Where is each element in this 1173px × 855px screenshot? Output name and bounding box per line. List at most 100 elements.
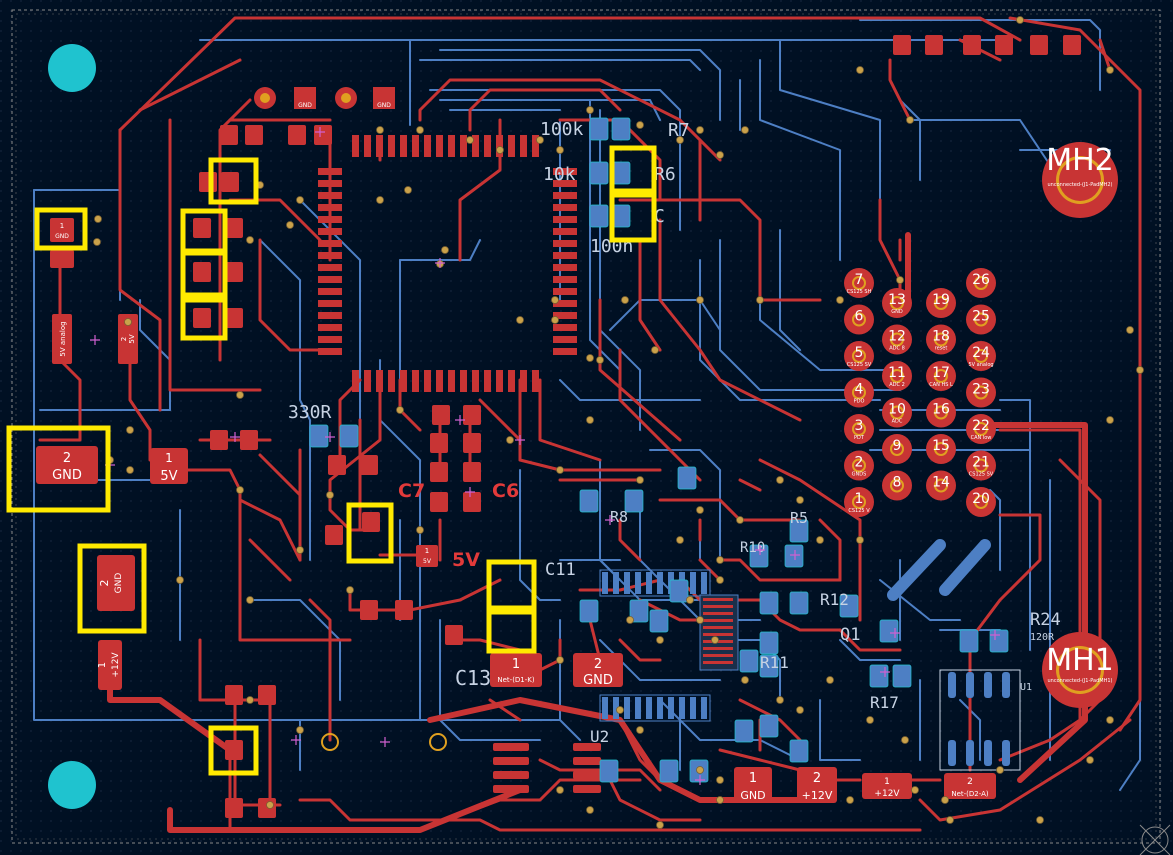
selection-highlights: [6, 145, 657, 776]
header-pin-number: 20: [972, 491, 990, 507]
smd-pad-back: [669, 579, 689, 603]
vias: [90, 16, 1144, 829]
header-pin-number: 6: [855, 309, 864, 325]
mcu-qfp-footprint[interactable]: [318, 135, 577, 392]
smd-pad-back: [579, 599, 599, 623]
via: [866, 716, 874, 724]
via: [716, 776, 724, 784]
pad-gnd-left[interactable]: 2 GND: [36, 446, 98, 484]
silk-r8: R8: [610, 508, 628, 526]
via: [551, 296, 559, 304]
pad-net: 5V analog: [59, 321, 67, 356]
pad-5v[interactable]: 1 5V: [150, 448, 188, 484]
header-pin-net: 5V analog: [968, 362, 993, 368]
pad-net: 5V: [423, 558, 432, 565]
fiducial-top: [48, 44, 96, 92]
via: [376, 196, 384, 204]
pad-net-d2-a[interactable]: 2 Net-(D2-A): [944, 773, 996, 799]
via: [636, 726, 644, 734]
ic-u3-soic[interactable]: [939, 669, 1021, 771]
pad-12v-left[interactable]: 1 +12V: [97, 640, 122, 690]
ic-bottom-soic[interactable]: [493, 743, 601, 793]
header-pin-hole: [852, 349, 866, 363]
via: [696, 766, 704, 774]
qfp-pin: [318, 336, 342, 343]
pad-5v-analog[interactable]: 5V analog: [52, 314, 72, 364]
pad-gnd-topleft[interactable]: 1 GND: [50, 218, 74, 268]
via: [556, 656, 564, 664]
mounting-hole-mh1[interactable]: MH1 unconnected-(J1-PadMH1): [1042, 632, 1118, 708]
pad-gnd-mid[interactable]: 2 GND: [573, 653, 623, 688]
via: [416, 526, 424, 534]
pad-net: GND: [55, 233, 69, 240]
header-pin-number: 1: [855, 491, 864, 507]
mounting-hole-mh2[interactable]: MH2 unconnected-(J1-PadMH2): [1042, 142, 1118, 218]
via: [126, 466, 134, 474]
top-header-pads[interactable]: GND GND: [254, 87, 395, 109]
via: [776, 696, 784, 704]
qfp-pin: [318, 312, 342, 319]
qfp-pin: [376, 370, 383, 392]
header-pin: [882, 470, 912, 501]
smd-pad-front: [360, 455, 378, 475]
qfp-pin: [496, 135, 503, 157]
cross-marker: [515, 435, 525, 445]
ic-pin: [948, 672, 956, 698]
via: [741, 676, 749, 684]
mh1-sublabel: unconnected-(J1-PadMH1): [1048, 678, 1113, 684]
ic-pin: [613, 697, 619, 719]
header-pin: [844, 304, 874, 335]
header-pin-net: ADC: [892, 419, 903, 425]
ic-pin: [493, 771, 529, 779]
qfp-pin: [553, 276, 577, 283]
header-pin: [966, 487, 996, 517]
qfp-pin: [553, 312, 577, 319]
qfp-pin: [318, 168, 342, 175]
via: [911, 786, 919, 794]
qfp-pin: [553, 288, 577, 295]
pad-gnd-bottom[interactable]: 1 GND: [734, 767, 772, 803]
header-pin: [844, 450, 874, 481]
ic-u2[interactable]: [599, 694, 711, 722]
via: [836, 296, 844, 304]
smd-pad-front: [1063, 35, 1081, 55]
pad-5v-small[interactable]: 1 5V: [416, 545, 438, 567]
silk-c11: C11: [545, 560, 576, 580]
header-pin: [844, 414, 874, 444]
via: [551, 316, 559, 324]
via: [776, 476, 784, 484]
smd-pad-front: [225, 308, 243, 328]
smd-pad-back: [589, 204, 609, 228]
smd-pad-back: [879, 619, 899, 643]
header-pin-net: PDO: [854, 399, 865, 405]
passive-components[interactable]: [193, 35, 1081, 818]
via: [596, 356, 604, 364]
pad-12v-bottom-b[interactable]: 1 +12V: [862, 773, 912, 799]
cross-marker: [465, 487, 475, 497]
ic-pin: [703, 626, 733, 629]
smd-pad-front: [221, 172, 239, 192]
ic-qfn[interactable]: [699, 594, 739, 671]
smd-pad-front: [463, 462, 481, 482]
qfp-pin: [508, 370, 515, 392]
cross-marker: [380, 737, 390, 747]
pad-gnd-vertical[interactable]: 2 GND: [97, 555, 135, 611]
ic-pin: [984, 740, 992, 766]
qfp-pin: [352, 370, 359, 392]
header-pin-number: 23: [972, 382, 990, 398]
pad-net-d1-k[interactable]: 1 Net-(D1-K): [490, 653, 542, 687]
pad-12v-bottom-a[interactable]: 2 +12V: [797, 767, 837, 803]
via: [1016, 16, 1024, 24]
header-pin-hole: [934, 369, 948, 383]
header-pin: [882, 361, 912, 391]
header-pin-number: 9: [893, 438, 902, 454]
via: [246, 596, 254, 604]
qfp-pin: [412, 135, 419, 157]
pad-num: 2: [120, 337, 128, 341]
smd-pad-front: [395, 600, 413, 620]
pad-5v-vertical[interactable]: 2 5V: [118, 314, 138, 364]
smd-pad-front: [225, 798, 243, 818]
cross-marker: [435, 258, 445, 268]
